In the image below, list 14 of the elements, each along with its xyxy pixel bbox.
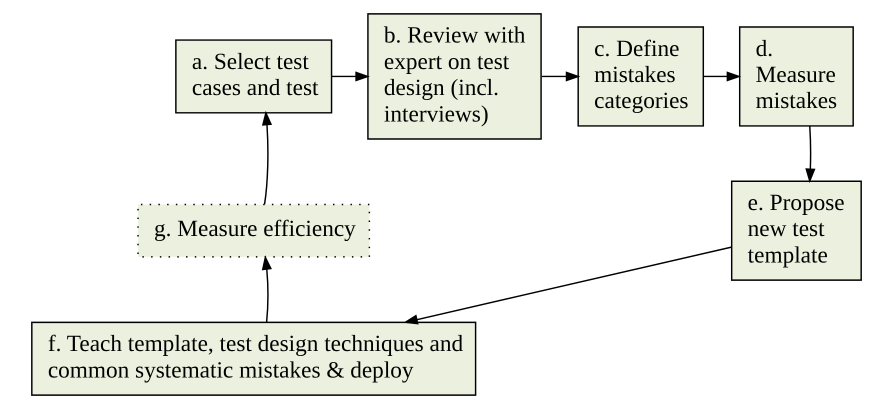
arrow bbox=[331, 71, 370, 82]
node-box: b. Review with expert on test design (incl. interviews) bbox=[366, 13, 542, 140]
arrow bbox=[261, 110, 272, 204]
arrow bbox=[261, 255, 272, 322]
arrow bbox=[702, 71, 741, 82]
node-box: f. Teach template, test design techniques and common systematic mistakes & deploy bbox=[30, 322, 476, 396]
node-box: d. Measure mistakes bbox=[738, 26, 854, 127]
node-box: g. Measure efficiency bbox=[136, 204, 370, 258]
arrow bbox=[804, 126, 815, 184]
arrow bbox=[541, 71, 580, 82]
node-box: e. Propose new test template bbox=[730, 180, 862, 281]
node-box: a. Select test cases and test bbox=[174, 39, 332, 114]
node-box: c. Define mistakes categories bbox=[576, 26, 704, 127]
arrow bbox=[402, 246, 732, 324]
